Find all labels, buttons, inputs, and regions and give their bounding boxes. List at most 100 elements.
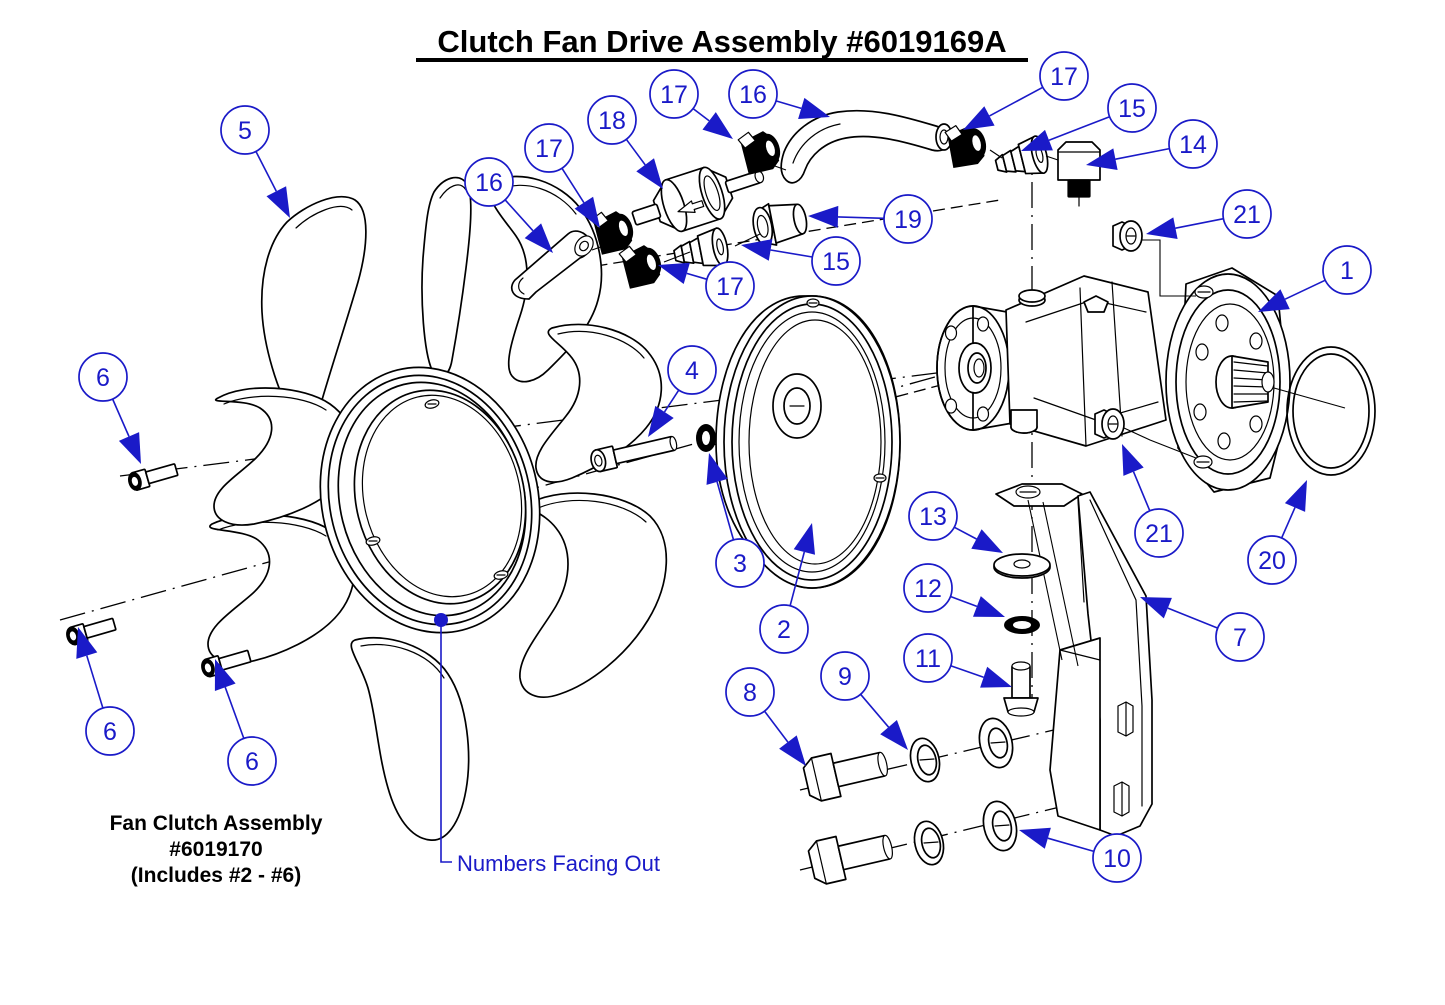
- leader-arrowhead: [880, 720, 908, 750]
- balloon-number: 15: [822, 248, 850, 276]
- callout-10[interactable]: 10: [1019, 827, 1142, 883]
- callout-21[interactable]: 21: [1146, 189, 1272, 239]
- balloon-circle[interactable]: [903, 633, 953, 683]
- balloon-circle[interactable]: [811, 236, 861, 286]
- balloon-circle[interactable]: [1134, 508, 1184, 558]
- part-21-flange-nuts: [1094, 220, 1197, 459]
- callout-17[interactable]: 17: [658, 261, 755, 311]
- callout-7[interactable]: 7: [1140, 597, 1265, 662]
- balloon-circle[interactable]: [705, 261, 755, 311]
- leader-arrowhead: [266, 186, 290, 218]
- leader-line: [950, 595, 978, 608]
- balloon-circle[interactable]: [715, 538, 765, 588]
- balloon-number: 12: [914, 575, 942, 603]
- balloon-circle[interactable]: [78, 352, 128, 402]
- callout-20[interactable]: 20: [1247, 480, 1307, 585]
- caption-line-1: Fan Clutch Assembly: [110, 812, 323, 835]
- leader-arrowhead: [971, 529, 1003, 553]
- part-7-mounting-bracket: [995, 483, 1153, 837]
- balloon-circle[interactable]: [1092, 833, 1142, 883]
- page-title: Clutch Fan Drive Assembly #6019169A: [437, 24, 1006, 59]
- callout-2[interactable]: 2: [759, 523, 815, 654]
- balloon-circle[interactable]: [903, 563, 953, 613]
- balloon-circle[interactable]: [587, 95, 637, 145]
- balloon-number: 3: [733, 550, 747, 578]
- balloon-circle[interactable]: [667, 345, 717, 395]
- leader-line: [111, 398, 130, 437]
- balloon-circle[interactable]: [649, 69, 699, 119]
- callout-17[interactable]: 17: [963, 51, 1089, 130]
- balloon-circle[interactable]: [1215, 612, 1265, 662]
- balloon-number: 14: [1179, 131, 1207, 159]
- balloon-circle[interactable]: [1107, 83, 1157, 133]
- callout-15[interactable]: 15: [741, 236, 861, 286]
- callout-16[interactable]: 16: [728, 69, 830, 119]
- leader-arrowhead: [706, 453, 728, 485]
- balloon-circle[interactable]: [1322, 245, 1372, 295]
- balloon-circle[interactable]: [820, 651, 870, 701]
- balloon-circle[interactable]: [883, 194, 933, 244]
- callout-1[interactable]: 1: [1258, 245, 1372, 312]
- leader-line: [1280, 507, 1296, 539]
- callout-6[interactable]: 6: [76, 627, 135, 756]
- callout-21[interactable]: 21: [1122, 444, 1184, 558]
- balloon-number: 19: [894, 206, 922, 234]
- callout-19[interactable]: 19: [808, 194, 933, 244]
- leader-arrowhead: [808, 205, 839, 228]
- balloon-circle[interactable]: [1222, 189, 1272, 239]
- callout-6[interactable]: 6: [214, 659, 277, 786]
- callout-6[interactable]: 6: [78, 352, 141, 464]
- balloon-circle[interactable]: [85, 706, 135, 756]
- part-14-elbow: [1057, 141, 1101, 207]
- balloon-number: 16: [475, 169, 503, 197]
- balloon-circle[interactable]: [908, 491, 958, 541]
- balloon-number: 10: [1103, 845, 1131, 873]
- balloon-circle[interactable]: [759, 604, 809, 654]
- callout-12[interactable]: 12: [903, 563, 1005, 617]
- part-11-shoulder-bolt: [1003, 661, 1039, 717]
- part-19-coupler: [752, 202, 808, 246]
- leader-arrowhead: [1086, 148, 1118, 170]
- callout-16[interactable]: 16: [464, 157, 553, 253]
- balloon-number: 13: [919, 503, 947, 531]
- leader-line: [255, 151, 278, 192]
- callout-13[interactable]: 13: [908, 491, 1003, 553]
- balloon-circle[interactable]: [524, 123, 574, 173]
- part-8-9-10-fasteners: [802, 717, 1018, 885]
- balloon-circle[interactable]: [1039, 51, 1089, 101]
- balloon-circle[interactable]: [1168, 119, 1218, 169]
- leader-arrowhead: [963, 106, 995, 130]
- callout-14[interactable]: 14: [1086, 119, 1218, 170]
- part-3-washer: [696, 424, 716, 452]
- leader-line: [686, 272, 708, 281]
- part-20-o-ring: [1286, 346, 1376, 476]
- callout-3[interactable]: 3: [706, 453, 765, 588]
- callout-11[interactable]: 11: [903, 633, 1012, 688]
- leader-line: [692, 107, 710, 122]
- leader-arrowhead: [214, 659, 236, 691]
- callout-17[interactable]: 17: [649, 69, 733, 139]
- callout-15[interactable]: 15: [1021, 83, 1157, 151]
- balloon-number: 11: [915, 645, 941, 673]
- caption-line-3: (Includes #2 - #6): [131, 864, 301, 887]
- callout-8[interactable]: 8: [725, 667, 806, 766]
- leader-arrowhead: [1284, 480, 1307, 512]
- hose-assembly-left: [510, 109, 1101, 300]
- balloon-number: 6: [103, 718, 117, 746]
- callout-18[interactable]: 18: [587, 95, 663, 189]
- leader-line: [561, 167, 585, 204]
- callout-17[interactable]: 17: [524, 123, 600, 228]
- leader-line: [775, 100, 802, 110]
- balloon-circle[interactable]: [725, 667, 775, 717]
- balloon-circle[interactable]: [227, 736, 277, 786]
- callout-5[interactable]: 5: [220, 105, 290, 218]
- callout-4[interactable]: 4: [648, 345, 717, 437]
- balloon-number: 5: [238, 117, 252, 145]
- balloon-circle[interactable]: [1247, 535, 1297, 585]
- balloon-number: 15: [1118, 95, 1146, 123]
- balloon-circle[interactable]: [464, 157, 514, 207]
- callout-9[interactable]: 9: [820, 651, 908, 750]
- balloon-circle[interactable]: [220, 105, 270, 155]
- balloon-circle[interactable]: [728, 69, 778, 119]
